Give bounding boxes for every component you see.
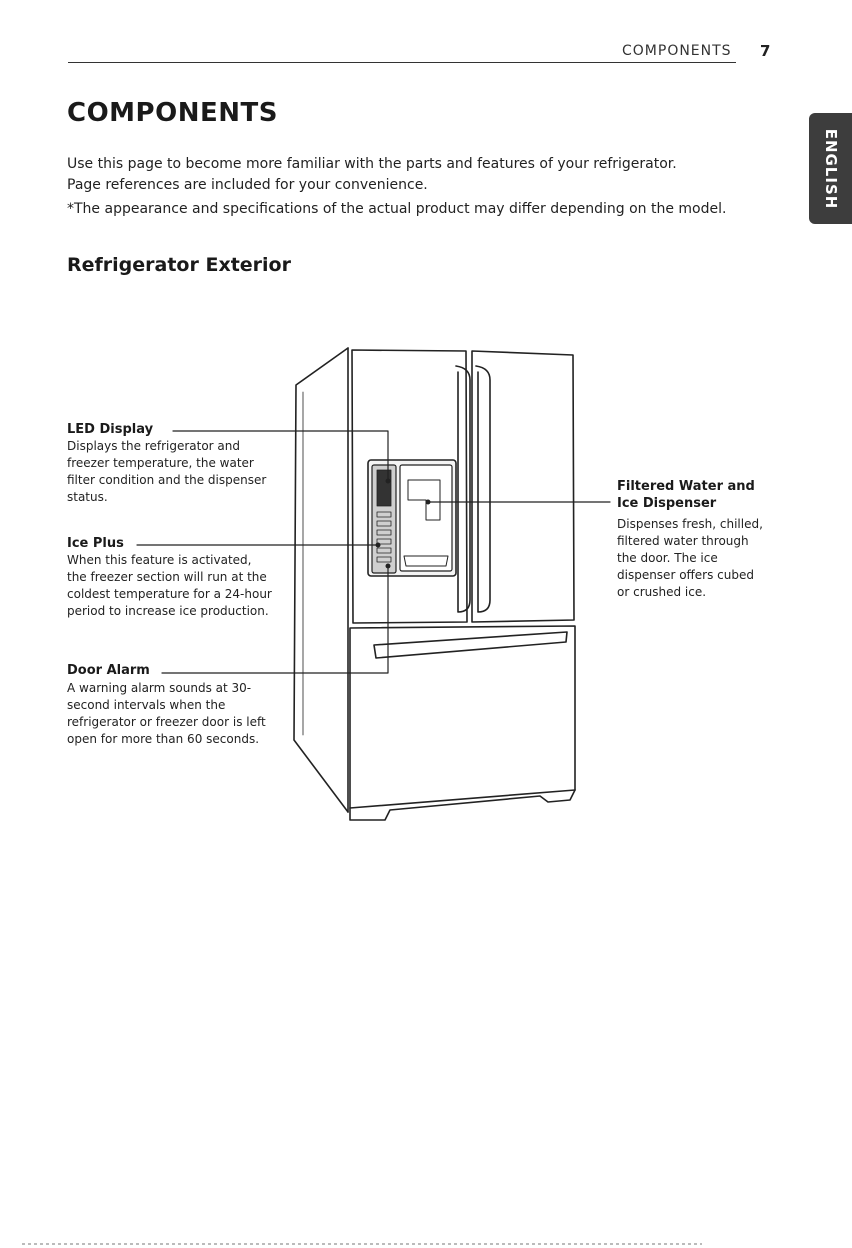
freezer-drawer	[349, 625, 576, 809]
ice-plus-line: period to increase ice production.	[67, 604, 269, 618]
base	[349, 789, 576, 821]
left-handle	[455, 365, 471, 613]
right-handle	[475, 365, 491, 613]
page-number: 7	[760, 42, 771, 60]
door-alarm-line: A warning alarm sounds at 30-	[67, 681, 252, 695]
ice-plus-label: Ice Plus	[67, 536, 124, 551]
intro-text: Use this page to become more familiar wi…	[67, 154, 787, 196]
led-screen	[376, 469, 392, 507]
water-dispenser-line: Dispenses fresh, chilled,	[617, 517, 763, 531]
drip-tray	[403, 555, 449, 567]
running-header-title: COMPONENTS	[622, 43, 732, 59]
door-alarm-description: A warning alarm sounds at 30- second int…	[67, 680, 266, 748]
ice-plus-line: coldest temperature for a 24-hour	[67, 587, 272, 601]
door-alarm-line: open for more than 60 seconds.	[67, 732, 260, 746]
door-alarm-line: second intervals when the	[67, 698, 226, 712]
appearance-note: *The appearance and specifications of th…	[67, 201, 727, 217]
section-heading: Refrigerator Exterior	[67, 254, 291, 276]
water-dispenser-label: Filtered Water and Ice Dispenser	[617, 478, 755, 512]
ice-plus-line: the freezer section will run at the	[67, 570, 267, 584]
intro-line-1: Use this page to become more familiar wi…	[67, 156, 677, 172]
water-dispenser-line: the door. The ice	[617, 551, 718, 565]
page-title: COMPONENTS	[67, 98, 278, 128]
door-alarm-line: refrigerator or freezer door is left	[67, 715, 266, 729]
led-display-description: Displays the refrigerator and freezer te…	[67, 438, 266, 506]
door-alarm-label: Door Alarm	[67, 663, 150, 678]
led-display-line: Displays the refrigerator and	[67, 439, 241, 453]
water-dispenser-title-line-2: Ice Dispenser	[617, 496, 717, 511]
water-dispenser-line: dispenser offers cubed	[617, 568, 755, 582]
footer-dotted-rule	[22, 1243, 702, 1245]
right-door	[471, 350, 575, 623]
water-dispenser-line: or crushed ice.	[617, 585, 707, 599]
intro-line-2: Page references are included for your co…	[67, 177, 428, 193]
control-buttons	[376, 511, 392, 563]
dispenser-lever	[407, 479, 441, 521]
header-rule	[68, 62, 736, 63]
led-display-label: LED Display	[67, 422, 154, 437]
water-dispenser-title-line-1: Filtered Water and	[617, 479, 755, 494]
freezer-handle	[373, 631, 568, 659]
left-door	[351, 349, 468, 624]
water-dispenser-line: filtered water through	[617, 534, 749, 548]
leader-lines	[136, 430, 611, 674]
ice-plus-description: When this feature is activated, the free…	[67, 552, 272, 620]
cabinet-side	[293, 347, 349, 813]
ice-plus-line: When this feature is activated,	[67, 553, 252, 567]
language-tab: ENGLISH	[809, 113, 852, 224]
water-dispenser-description: Dispenses fresh, chilled, filtered water…	[617, 516, 763, 601]
led-display-line: freezer temperature, the water	[67, 456, 254, 470]
led-display-line: status.	[67, 490, 108, 504]
led-display-line: filter condition and the dispenser	[67, 473, 267, 487]
